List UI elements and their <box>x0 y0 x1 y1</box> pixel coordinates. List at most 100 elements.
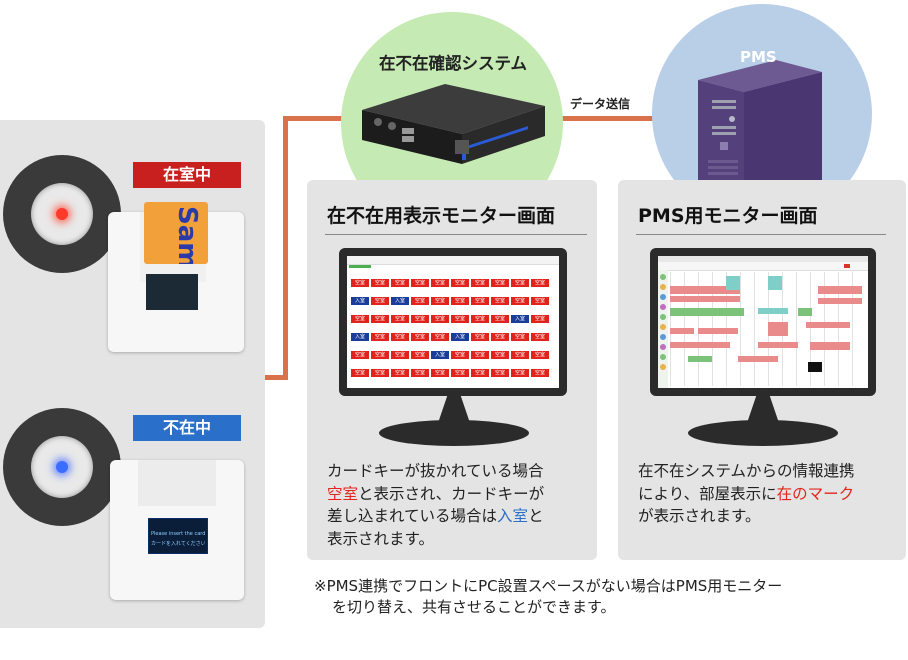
grid-cell <box>411 342 429 350</box>
grid-cell: 空室 <box>511 369 529 377</box>
monitor-icon: 空室空室空室空室空室空室空室空室空室空室入室空室入室空室空室空室空室空室空室空室… <box>339 248 567 396</box>
grid-cell <box>431 270 449 278</box>
grid-cell <box>511 360 529 368</box>
grid-cell: 空室 <box>411 279 429 287</box>
grid-cell: 入室 <box>511 315 529 323</box>
grid-cell <box>471 378 489 386</box>
card-text: Sam <box>172 206 202 264</box>
grid-cell <box>491 288 509 296</box>
grid-cell: 入室 <box>351 333 369 341</box>
grid-cell <box>511 342 529 350</box>
grid-cell <box>491 306 509 314</box>
grid-cell <box>391 378 409 386</box>
pms-block <box>810 342 850 350</box>
grid-cell: 入室 <box>431 351 449 359</box>
grid-cell <box>511 270 529 278</box>
grid-cell <box>371 360 389 368</box>
grid-cell <box>531 378 549 386</box>
screen-status-bar <box>349 265 371 268</box>
pms-red-mark <box>844 264 850 268</box>
grid-cell: 空室 <box>491 333 509 341</box>
grid-cell: 空室 <box>531 333 549 341</box>
description-segment: 在不在システムからの情報連携 <box>638 462 855 480</box>
grid-cell: 空室 <box>411 297 429 305</box>
system-label: 在不在確認システム <box>378 54 527 73</box>
grid-cell: 空室 <box>451 369 469 377</box>
pms-grid-line <box>740 272 741 386</box>
grid-cell: 空室 <box>451 297 469 305</box>
grid-cell <box>351 288 369 296</box>
card-slot <box>138 460 216 506</box>
grid-cell: 空室 <box>451 279 469 287</box>
grid-cell <box>411 270 429 278</box>
reader-screen-line2: カードを入れてください <box>151 541 205 547</box>
pms-block <box>806 322 850 328</box>
panel-description: 在不在システムからの情報連携により、部屋表示に在のマークが表示されます。 <box>638 460 898 528</box>
pms-block <box>818 298 862 304</box>
grid-cell <box>531 288 549 296</box>
pms-grid-screen <box>658 256 868 388</box>
grid-cell <box>431 288 449 296</box>
pms-block <box>670 342 730 348</box>
description-line: により、部屋表示に在のマーク <box>638 483 898 506</box>
grid-cell <box>451 270 469 278</box>
pms-block <box>758 342 798 348</box>
grid-cell: 空室 <box>371 369 389 377</box>
pms-block <box>698 328 738 334</box>
grid-cell <box>351 324 369 332</box>
pms-grid-line <box>838 272 839 386</box>
monitor-icon <box>650 248 876 396</box>
grid-cell: 空室 <box>391 279 409 287</box>
description-segment: 入室 <box>497 507 529 525</box>
grid-cell <box>451 306 469 314</box>
grid-cell: 空室 <box>531 297 549 305</box>
grid-cell: 空室 <box>351 315 369 323</box>
grid-cell <box>491 378 509 386</box>
description-segment: により、部屋表示に <box>638 484 777 503</box>
grid-cell: 入室 <box>451 333 469 341</box>
grid-cell: 空室 <box>391 333 409 341</box>
grid-cell <box>471 288 489 296</box>
grid-cell: 空室 <box>531 369 549 377</box>
grid-cell: 空室 <box>351 279 369 287</box>
grid-cell: 空室 <box>491 351 509 359</box>
presence-grid-screen: 空室空室空室空室空室空室空室空室空室空室入室空室入室空室空室空室空室空室空室空室… <box>347 256 559 388</box>
grid-cell <box>531 324 549 332</box>
grid-cell: 空室 <box>371 333 389 341</box>
connector-line-bottom <box>265 375 288 380</box>
grid-cell: 入室 <box>391 297 409 305</box>
pms-block <box>670 328 694 334</box>
grid-cell <box>491 360 509 368</box>
grid-cell: 空室 <box>431 333 449 341</box>
mini-pc-icon <box>362 84 545 164</box>
grid-cell <box>511 288 529 296</box>
reader-screen-line1: Please insert the card <box>151 531 205 537</box>
card-reader-panel: 在室中 Sam 不在中 Please insert the card カードを入… <box>0 120 265 628</box>
pms-label: PMS <box>740 48 777 66</box>
presence-monitor-panel: 在不在用表示モニター画面 空室空室空室空室空室空室空室空室空室空室入室空室入室空… <box>307 180 597 560</box>
description-line: 在不在システムからの情報連携 <box>638 460 898 483</box>
grid-cell: 空室 <box>471 297 489 305</box>
inserted-card: Sam <box>144 202 208 264</box>
grid-cell: 空室 <box>431 297 449 305</box>
grid-cell <box>431 324 449 332</box>
pms-block <box>688 356 712 362</box>
pms-block <box>670 286 740 294</box>
grid-cell <box>411 288 429 296</box>
grid-cell <box>471 342 489 350</box>
grid-cell <box>471 360 489 368</box>
grid-cell <box>351 360 369 368</box>
grid-cell: 空室 <box>411 369 429 377</box>
description-line: 表示されます。 <box>327 528 587 551</box>
description-segment: カードキーが抜かれている場合 <box>327 462 544 480</box>
pms-block <box>758 308 788 314</box>
grid-cell <box>411 378 429 386</box>
grid-cell: 空室 <box>531 279 549 287</box>
pms-sidebar-icon <box>660 334 666 340</box>
footnote-line2: を切り替え、共有させることができます。 <box>332 598 616 616</box>
grid-cell: 空室 <box>511 279 529 287</box>
description-segment: が表示されます。 <box>638 507 761 525</box>
description-segment: 空室 <box>327 484 359 503</box>
pms-sidebar-icon <box>660 294 666 300</box>
grid-cell <box>391 288 409 296</box>
